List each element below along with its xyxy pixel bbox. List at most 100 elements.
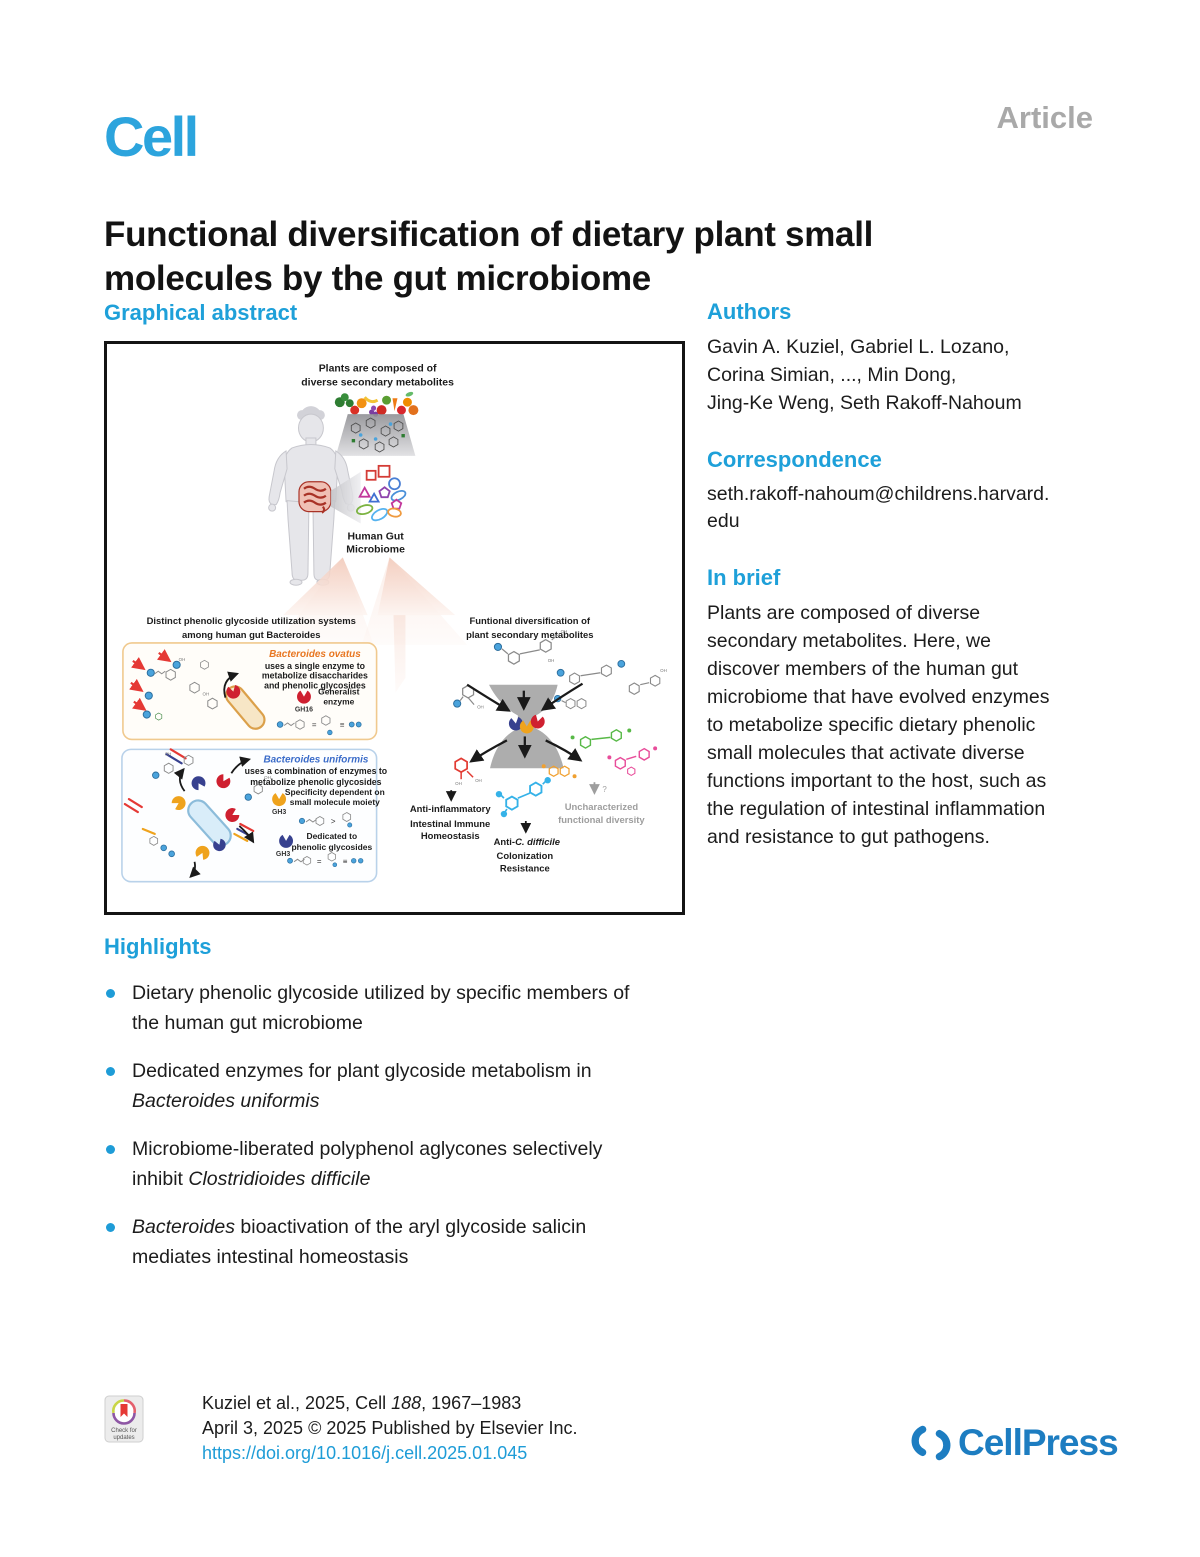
uniformis-bacterium-rod	[187, 799, 232, 847]
oh-label: OH	[475, 778, 482, 783]
bullet-icon	[106, 989, 115, 998]
uniformis-equation1: >	[298, 812, 353, 828]
doi-link[interactable]: https://doi.org/10.1016/j.cell.2025.01.0…	[202, 1443, 528, 1463]
cellpress-logo: CellPress	[908, 1420, 1119, 1466]
outcome-resistance: Resistance	[500, 864, 550, 875]
author-line: Gavin A. Kuziel, Gabriel L. Lozano,	[707, 336, 1010, 358]
svg-text:≡: ≡	[340, 720, 345, 729]
correspondence-heading: Correspondence	[707, 447, 882, 472]
uniformis-desc-line1: uses a combination of enzymes to	[245, 766, 387, 776]
uniformis-desc-line2: metabolize phenolic glycosides	[250, 777, 381, 787]
funnel-arrows	[466, 682, 584, 763]
citation-line: Kuziel et al., 2025, Cell 188, 1967–1983	[202, 1393, 522, 1413]
gut-funnel	[330, 471, 361, 524]
microbiome-shapes	[355, 464, 407, 522]
oh-label: OH	[203, 692, 210, 697]
article-type-label: Article	[996, 100, 1093, 135]
ovatus-enzyme-line2: enzyme	[323, 697, 354, 707]
ovatus-desc-line2: metabolize disaccharides	[262, 671, 368, 681]
in-brief-section: In brief Plants are composed of diverse …	[707, 565, 1087, 851]
oh-label: OH	[548, 658, 555, 663]
in-brief-line: the regulation of intestinal inflammatio…	[707, 798, 1046, 820]
uniformis-panel: Bacteroides uniformis uses a combination…	[121, 748, 387, 883]
in-brief-line: Plants are composed of diverse	[707, 602, 981, 624]
outcome-intestinal-line2: Homeostasis	[421, 831, 480, 842]
flow-cones	[276, 557, 468, 693]
title-line-2: molecules by the gut microbiome	[104, 259, 651, 299]
highlights-section: Highlights Dietary phenolic glycoside ut…	[104, 934, 664, 1272]
uniformis-enzyme1-line2: small molecule moiety	[290, 797, 380, 807]
bookmark-icon	[120, 1404, 128, 1417]
highlight-item: Microbiome-liberated polyphenol aglycone…	[104, 1134, 664, 1194]
check-for-updates-badge[interactable]: Check for updates	[104, 1395, 144, 1450]
uniformis-name: Bacteroides uniformis	[263, 754, 368, 765]
ovatus-enzyme-line1: Generalist	[318, 687, 359, 697]
citation-block: Kuziel et al., 2025, Cell 188, 1967–1983…	[202, 1391, 577, 1466]
question-mark-label: ?	[602, 785, 607, 794]
outcome-intestinal-line1: Intestinal Immune	[410, 819, 490, 830]
human-silhouette	[268, 406, 355, 586]
fig-right-panel-title-line2: plant secondary metabolites	[466, 630, 593, 641]
svg-text:Check for: Check for	[111, 1428, 137, 1434]
ovatus-desc-line1: uses a single enzyme to	[265, 661, 365, 671]
oh-label: OH	[455, 781, 462, 786]
metabolite-cloud-illustration	[335, 414, 416, 456]
svg-text:=: =	[312, 720, 317, 729]
uniformis-enzyme2-line1: Dedicated to	[307, 831, 358, 841]
bullet-icon	[106, 1067, 115, 1076]
highlights-heading: Highlights	[104, 934, 212, 959]
author-line: Jing-Ke Weng, Seth Rakoff-Nahoum	[707, 392, 1022, 414]
green-molecule	[579, 729, 622, 749]
oh-label: OH	[165, 751, 172, 756]
cyan-aglycone-molecule	[500, 780, 547, 813]
in-brief-line: microbiome that have evolved enzymes	[707, 686, 1050, 708]
cellpress-swirl-icon	[911, 1425, 951, 1461]
uniformis-equation2: = ≡	[287, 852, 364, 868]
pink-molecule	[614, 747, 650, 776]
glycoside-molecules	[459, 634, 661, 710]
fig-left-panel-title-line2: among human gut Bacteroides	[182, 630, 320, 641]
gut-icon	[298, 481, 332, 514]
oh-label: OH	[179, 657, 186, 662]
cell-journal-logo: Cell	[104, 105, 199, 168]
fig-plants-label-line2: diverse secondary metabolites	[301, 377, 454, 388]
bullet-icon	[106, 1145, 115, 1154]
in-brief-line: secondary metabolites. Here, we	[707, 630, 991, 652]
in-brief-line: to metabolize specific dietary phenolic	[707, 714, 1036, 736]
right-panel: OH OH OH OH	[410, 629, 667, 875]
uniformis-enzyme1-line1: Specificity dependent on	[285, 787, 385, 797]
outcome-anti-cdiff: Anti-C. difficile	[494, 837, 560, 848]
outcome-anti-inflammatory: Anti-inflammatory	[410, 804, 492, 815]
highlight-item: Dedicated enzymes for plant glycoside me…	[104, 1056, 664, 1116]
highlight-item: Dietary phenolic glycoside utilized by s…	[104, 978, 664, 1038]
fig-left-panel-title-line1: Distinct phenolic glycoside utilization …	[147, 616, 356, 627]
highlight-item: Bacteroides bioactivation of the aryl gl…	[104, 1212, 664, 1272]
title-line-1: Functional diversification of dietary pl…	[104, 215, 874, 255]
svg-text:=: =	[317, 857, 322, 866]
author-line: Corina Simian, ..., Min Dong,	[707, 364, 957, 386]
graphical-abstract-svg: Plants are composed of diverse secondary…	[121, 363, 667, 883]
in-brief-line: discover members of the human gut	[707, 658, 1019, 680]
in-brief-line: small molecules that activate diverse	[707, 742, 1025, 764]
graphical-abstract-figure: Plants are composed of diverse secondary…	[104, 341, 685, 915]
svg-text:updates: updates	[113, 1435, 134, 1441]
correspondence-email[interactable]: seth.rakoff-nahoum@childrens.harvard. ed…	[707, 483, 1050, 532]
in-brief-line: and resistance to gut pathogens.	[707, 826, 990, 848]
uniformis-enzyme2-line2: phenolic glycosides	[291, 842, 372, 852]
ovatus-desc-line3: and phenolic glycosides	[264, 681, 366, 691]
bullet-icon	[106, 1223, 115, 1232]
oh-label: OH	[264, 775, 271, 780]
ovatus-art: OH OH	[129, 649, 266, 730]
article-title: Functional diversification of dietary pl…	[104, 213, 1054, 301]
fig-microbiome-label-line1: Human Gut	[347, 531, 404, 542]
copyright-line: April 3, 2025 © 2025 Published by Elsevi…	[202, 1418, 578, 1438]
ovatus-equation: = ≡	[276, 715, 362, 736]
authors-heading: Authors	[707, 299, 792, 324]
ovatus-panel: Bacteroides ovatus uses a single enzyme …	[122, 642, 378, 741]
gh16-label: GH16	[295, 707, 313, 714]
authors-section: Authors Gavin A. Kuziel, Gabriel L. Loza…	[707, 299, 1087, 417]
fig-plants-label-line1: Plants are composed of	[319, 363, 437, 374]
fig-right-panel-title-line1: Funtional diversification of	[469, 616, 590, 627]
oh-label: OH	[477, 705, 484, 710]
